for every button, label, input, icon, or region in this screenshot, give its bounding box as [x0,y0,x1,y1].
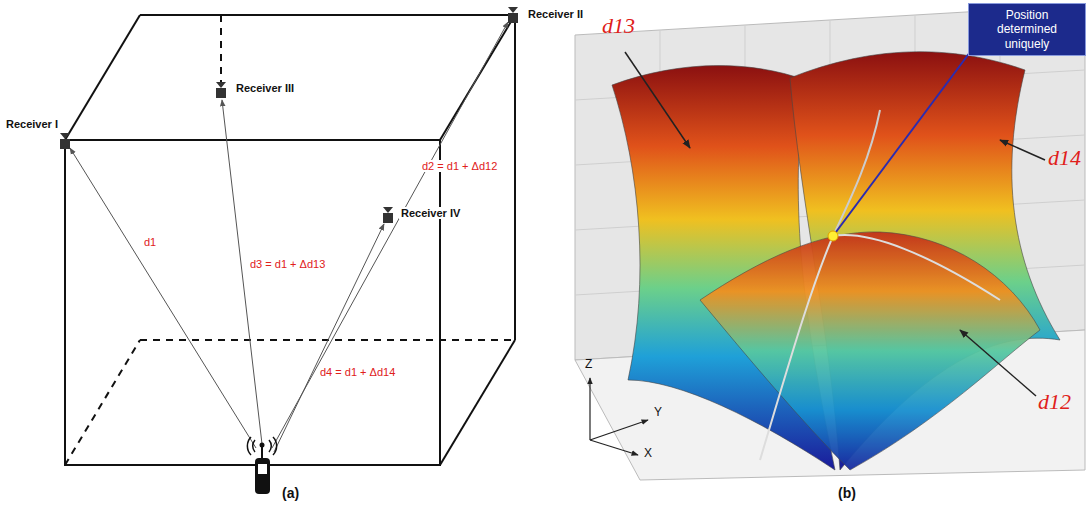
surface-label: d12 [1036,390,1073,414]
signal-path [70,148,256,448]
receiver-icon [508,7,518,23]
hidden-edge [220,15,222,84]
distance-label: d1 [142,236,158,248]
receiver-icons [60,7,518,223]
axis-z [589,378,590,440]
intersection-curve [833,110,880,236]
receiver-label: Receiver IV [399,207,462,219]
receiver-name: Receiver I [6,118,58,130]
signal-paths [70,22,508,452]
phone-screen [258,464,267,474]
panel-label: (b) [836,486,858,501]
hyperboloid-surface-12 [700,232,1040,470]
hidden-edge [65,340,140,465]
leader-line [625,52,690,148]
leader-line [960,330,1036,396]
surface-label: d13 [600,14,637,38]
phone-antenna-tip [260,443,265,448]
receiver-icon [383,207,393,223]
receiver-label: Receiver III [234,82,296,94]
surface-plot [575,5,1085,480]
receiver-label: Receiver I [4,118,60,130]
cube-front-face [65,140,440,465]
cube-edge [514,15,516,340]
axis-label: X [642,447,654,460]
position-point [828,231,838,241]
leader-line [1000,140,1045,160]
cube [65,15,515,465]
cube-edge [140,14,515,16]
receiver-name: Receiver IV [401,207,460,219]
receiver-name: Receiver III [236,82,294,94]
receiver-name: Receiver II [528,8,583,20]
mobile-phone [247,437,276,494]
axis-label: Y [652,406,664,419]
receiver-icon [60,133,70,149]
callout-text: Position determined uniquely [974,8,1080,51]
signal-path [272,22,508,448]
distance-label: d2 = d1 + Δd12 [420,160,499,172]
panel-label: (a) [280,486,301,501]
cube-edge [65,15,140,140]
position-pointer [833,28,988,236]
axis-triad [590,378,648,455]
axis-y [590,420,648,440]
signal-path [222,100,262,444]
phone-antenna [261,446,263,458]
receiver-label: Receiver II [526,8,585,20]
intersection-curve [760,235,1000,460]
hidden-edge [139,15,141,340]
distance-label: d3 = d1 + Δd13 [248,258,327,270]
distance-label: d4 = d1 + Δd14 [318,366,397,378]
axis-x [590,440,638,455]
surface-leaders [625,52,1045,396]
surface-label: d14 [1046,146,1083,170]
cube-edge [440,340,515,465]
callout-box: Position determined uniquely [968,3,1086,56]
radio-waves [247,437,276,455]
phone-body [255,458,270,494]
axis-label: Z [583,358,594,371]
receiver-icon [216,82,226,98]
hidden-edges [65,15,515,465]
